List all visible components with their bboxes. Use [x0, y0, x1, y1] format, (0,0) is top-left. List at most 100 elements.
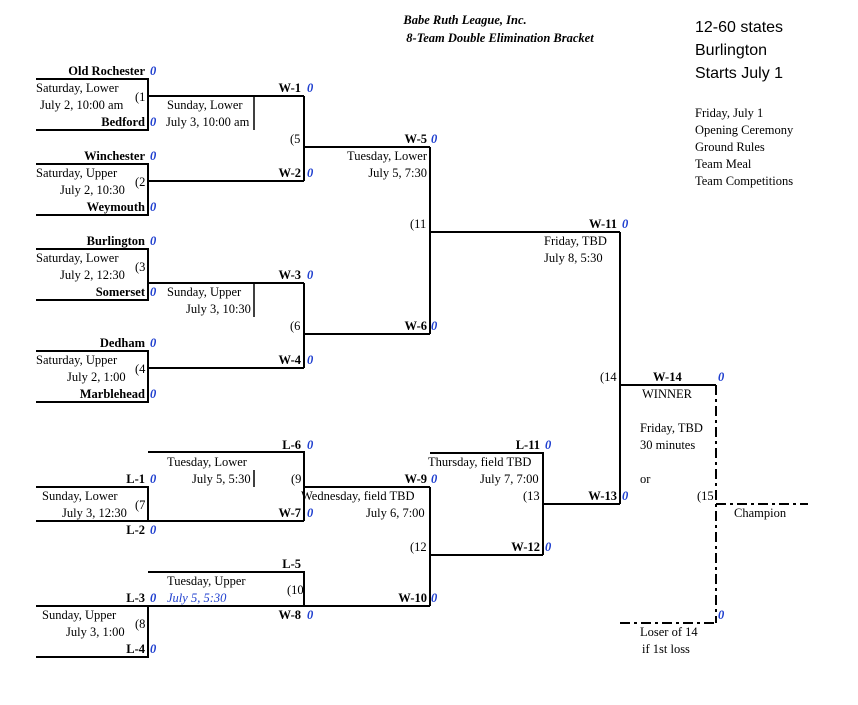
game-day: Sunday, Upper: [42, 608, 117, 622]
game-number: (11: [410, 217, 427, 231]
game-number: (9: [291, 472, 302, 486]
game-day: Thursday, field TBD: [428, 455, 532, 469]
winner-label: W-5: [404, 132, 427, 146]
game-number: (7: [135, 498, 146, 512]
score: 0: [545, 438, 552, 452]
game-day: Tuesday, Upper: [167, 574, 246, 588]
score: 0: [622, 489, 629, 503]
score: 0: [150, 642, 157, 656]
winner-label: W-2: [278, 166, 301, 180]
game-time: July 3, 1:00: [66, 625, 125, 639]
winner-label: W-4: [278, 353, 301, 367]
winner-label: W-13: [588, 489, 617, 503]
score: 0: [718, 370, 725, 384]
team-old-rochester: Old Rochester: [68, 64, 145, 78]
game-number: (12: [410, 540, 427, 554]
game-time: July 2, 12:30: [60, 268, 125, 282]
score: 0: [622, 217, 629, 231]
game-day: Wednesday, field TBD: [301, 489, 415, 503]
game-time: 30 minutes: [640, 438, 696, 452]
schedule-item: Team Meal: [695, 157, 752, 171]
winner-label: W-1: [278, 81, 301, 95]
score: 0: [150, 472, 157, 486]
game-number: (6: [290, 319, 301, 333]
game-day: Saturday, Upper: [36, 353, 118, 367]
loser-label: L-3: [126, 591, 145, 605]
game-day: Friday, TBD: [640, 421, 703, 435]
score: 0: [307, 438, 314, 452]
winner-label: W-8: [278, 608, 301, 622]
score: 0: [150, 336, 157, 350]
game-time: July 5, 5:30: [167, 591, 227, 605]
score: 0: [545, 540, 552, 554]
schedule-item: Team Competitions: [695, 174, 794, 188]
info-city: Burlington: [695, 42, 768, 59]
game-number: (10: [287, 583, 304, 597]
game-day: Tuesday, Lower: [167, 455, 247, 469]
game-time: July 5, 5:30: [192, 472, 251, 486]
team-bedford: Bedford: [101, 115, 145, 129]
game-day: Saturday, Lower: [36, 81, 119, 95]
score: 0: [307, 166, 314, 180]
score: 0: [431, 591, 438, 605]
score: 0: [150, 234, 157, 248]
loser-label: L-11: [515, 438, 540, 452]
game-number: (2: [135, 175, 146, 189]
game-time: July 6, 7:00: [366, 506, 425, 520]
score: 0: [150, 64, 157, 78]
or-label: or: [640, 472, 651, 486]
score: 0: [307, 506, 314, 520]
final-winner-label: WINNER: [642, 387, 692, 401]
game-number: (8: [135, 617, 146, 631]
winner-label: W-12: [511, 540, 540, 554]
winner-label: W-14: [653, 370, 682, 384]
champion-label: Champion: [734, 506, 787, 520]
game-time: July 2, 1:00: [67, 370, 126, 384]
game-number: (5: [290, 132, 301, 146]
winner-label: W-11: [588, 217, 617, 231]
score: 0: [150, 149, 157, 163]
team-winchester: Winchester: [84, 149, 145, 163]
game-time: July 3, 10:30: [186, 302, 251, 316]
score: 0: [431, 319, 438, 333]
bracket-subtitle: 8-Team Double Elimination Bracket: [406, 31, 594, 45]
score: 0: [718, 608, 725, 622]
game-time: July 3, 10:00 am: [166, 115, 250, 129]
score: 0: [150, 115, 157, 129]
game-number: (3: [135, 260, 146, 274]
score: 0: [150, 523, 157, 537]
winner-label: W-10: [398, 591, 427, 605]
game-number: (1: [135, 90, 146, 104]
loser-label: L-1: [126, 472, 145, 486]
game-day: Sunday, Lower: [42, 489, 118, 503]
team-somerset: Somerset: [95, 285, 145, 299]
score: 0: [150, 591, 157, 605]
schedule-item: Ground Rules: [695, 140, 765, 154]
game-day: Friday, TBD: [544, 234, 607, 248]
game-day: Sunday, Lower: [167, 98, 243, 112]
game-number: (15: [697, 489, 714, 503]
game-day: Tuesday, Lower: [347, 149, 427, 163]
bracket-title: Babe Ruth League, Inc.: [403, 13, 527, 27]
game-day: Saturday, Lower: [36, 251, 119, 265]
team-dedham: Dedham: [99, 336, 145, 350]
game-time: July 5, 7:30: [368, 166, 427, 180]
game-time: July 8, 5:30: [544, 251, 603, 265]
score: 0: [307, 608, 314, 622]
score: 0: [150, 387, 157, 401]
team-marblehead: Marblehead: [79, 387, 145, 401]
game-time: July 3, 12:30: [62, 506, 127, 520]
winner-label: W-7: [278, 506, 301, 520]
score: 0: [307, 81, 314, 95]
winner-label: W-3: [278, 268, 301, 282]
game-time: July 2, 10:00 am: [40, 98, 124, 112]
winner-label: W-6: [404, 319, 427, 333]
score: 0: [431, 132, 438, 146]
loser-label: L-2: [126, 523, 145, 537]
team-weymouth: Weymouth: [86, 200, 145, 214]
loser-note: Loser of 14: [640, 625, 698, 639]
loser-label: L-4: [126, 642, 145, 656]
score: 0: [150, 200, 157, 214]
schedule-item: Friday, July 1: [695, 106, 764, 120]
